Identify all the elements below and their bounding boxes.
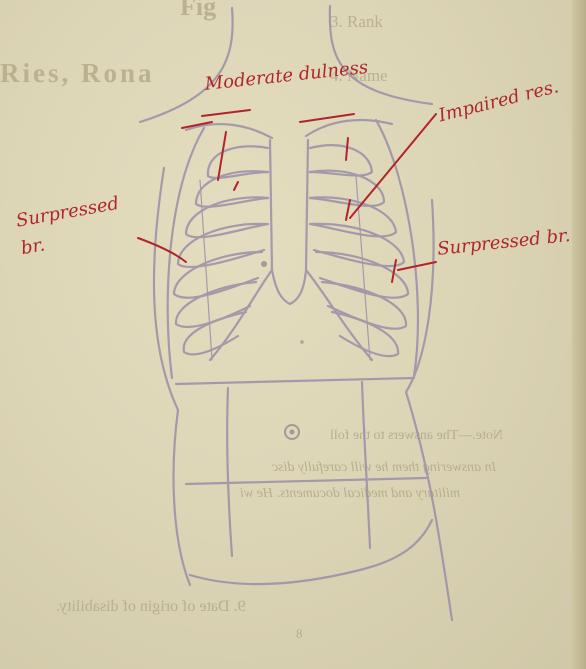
page-edge (572, 0, 586, 669)
